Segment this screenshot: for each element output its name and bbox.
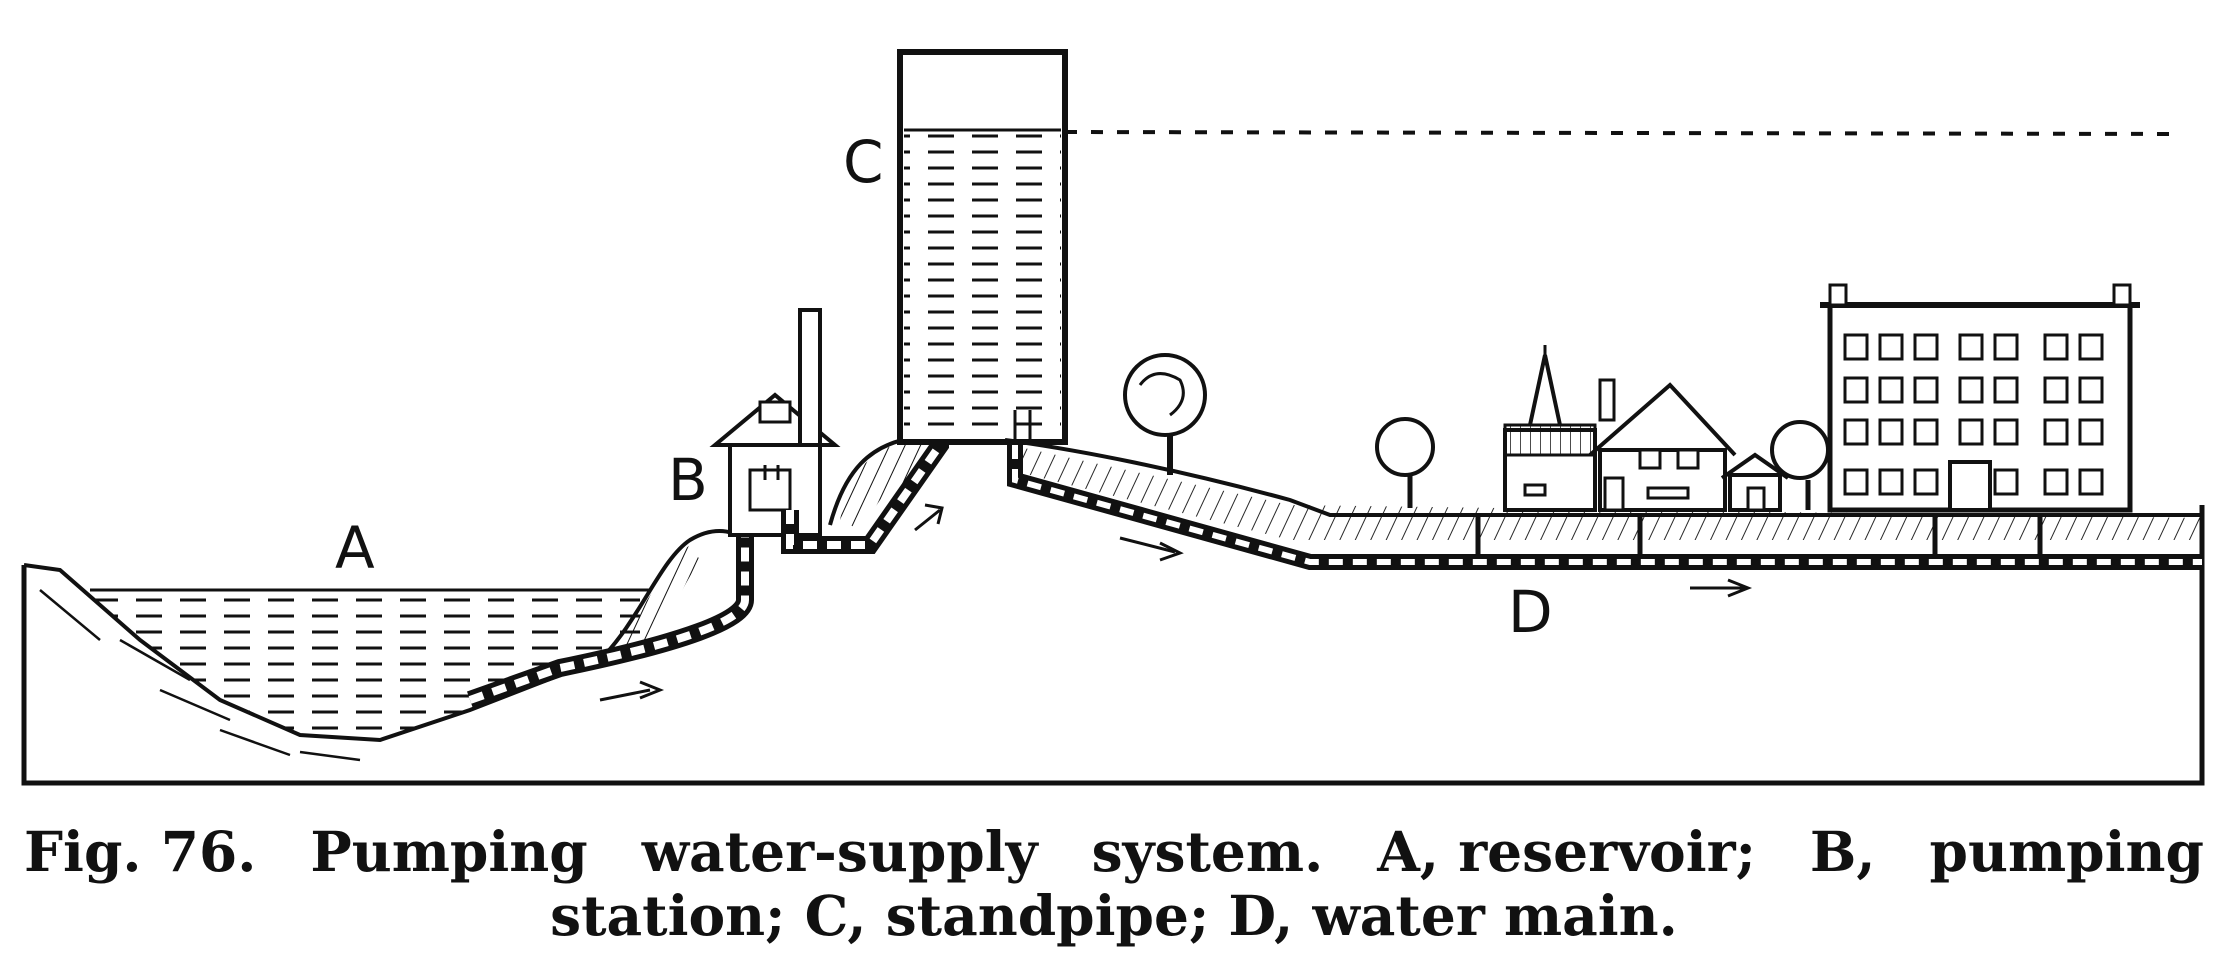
window xyxy=(1993,468,2019,496)
window xyxy=(1993,418,2019,446)
ground-frame xyxy=(21,505,2205,786)
window xyxy=(1878,333,1904,361)
caption-line-2: station; C, standpipe; D, water main. xyxy=(550,883,1678,948)
caption-fig-number: Fig. 76. xyxy=(24,819,257,884)
pumping-station-building xyxy=(709,308,841,537)
window xyxy=(1913,418,1939,446)
house-building xyxy=(1720,452,1790,512)
window xyxy=(2043,376,2069,404)
caption-word: water-supply xyxy=(641,819,1038,884)
label-water-main: D xyxy=(1508,578,1553,646)
caption-word: A, reservoir; xyxy=(1377,819,1756,884)
window xyxy=(1913,376,1939,404)
window xyxy=(1878,376,1904,404)
window xyxy=(1843,333,1869,361)
window xyxy=(1843,468,1869,496)
window xyxy=(2043,468,2069,496)
caption-word: Pumping xyxy=(310,819,588,884)
window xyxy=(2078,333,2104,361)
window xyxy=(1958,376,1984,404)
window xyxy=(1878,468,1904,496)
window xyxy=(1993,376,2019,404)
label-pumping-station: B xyxy=(668,446,708,514)
caption-word: B, xyxy=(1809,819,1876,884)
pumping-system-diagram: A B C D xyxy=(21,49,2205,786)
house-building xyxy=(1588,378,1737,512)
window xyxy=(1843,418,1869,446)
label-reservoir: A xyxy=(335,514,375,582)
caption-line-1: Fig. 76. Pumping water-supply system. A,… xyxy=(24,820,2204,884)
tree-icon xyxy=(1375,417,1435,508)
window xyxy=(2043,418,2069,446)
window xyxy=(2043,333,2069,361)
water-main xyxy=(1004,438,2202,598)
window xyxy=(1913,468,1939,496)
window xyxy=(2078,376,2104,404)
window xyxy=(1913,333,1939,361)
tree-icon xyxy=(1123,353,1207,475)
window xyxy=(1958,418,1984,446)
standpipe-tower xyxy=(897,49,2181,445)
apartment-building xyxy=(1820,283,2140,513)
window xyxy=(2078,418,2104,446)
caption-word: pumping xyxy=(1929,819,2204,884)
window xyxy=(1878,418,1904,446)
church-building xyxy=(1503,345,1597,512)
apartment-windows xyxy=(1843,333,2104,496)
window xyxy=(2078,468,2104,496)
caption-word: system. xyxy=(1091,819,1324,884)
window xyxy=(1843,376,1869,404)
figure-caption: Fig. 76. Pumping water-supply system. A,… xyxy=(24,820,2204,948)
window xyxy=(1958,333,1984,361)
intake-pipe xyxy=(466,530,754,709)
window xyxy=(1993,333,2019,361)
label-standpipe: C xyxy=(843,128,884,196)
